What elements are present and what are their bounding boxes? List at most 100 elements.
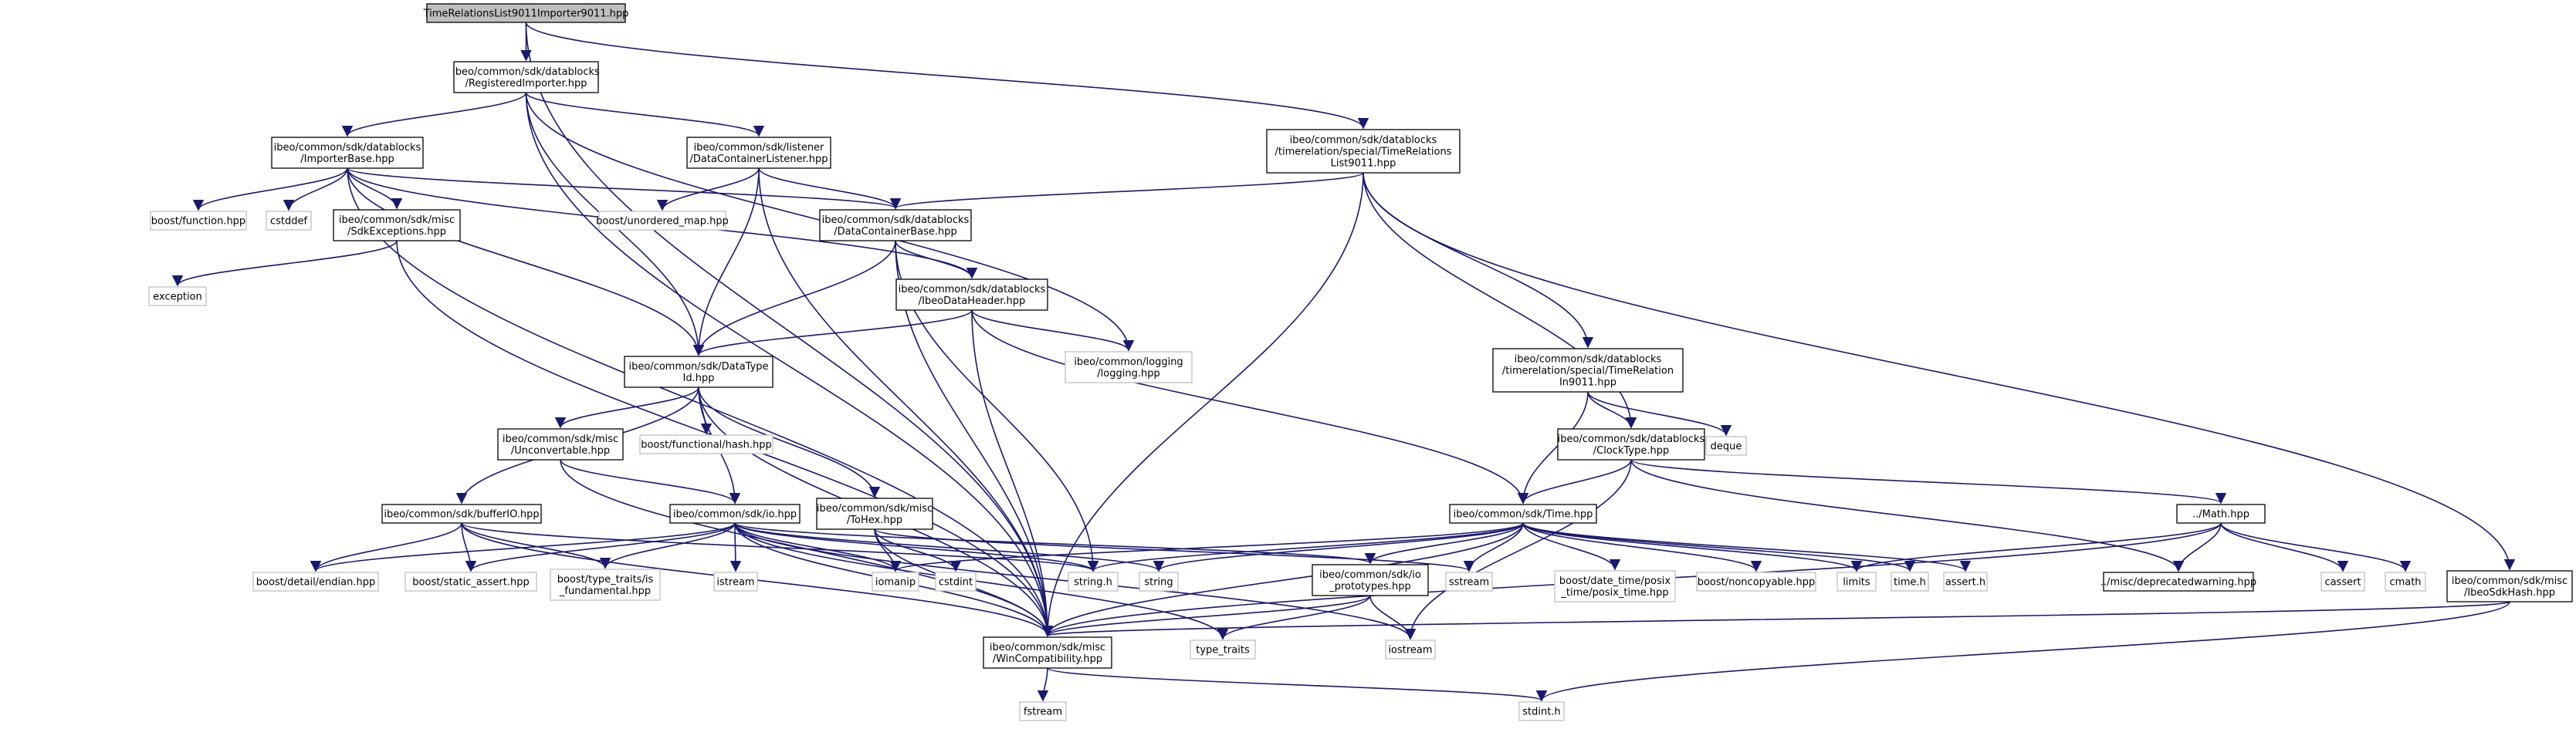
node-box-ibeohdr [895, 278, 1048, 311]
node-label-regimp: ibeo/common/sdk/datablocks [452, 66, 600, 78]
node-label-impbase: /ImporterBase.hpp [300, 154, 394, 165]
node-math[interactable]: ../Math.hpp [2176, 504, 2266, 524]
node-label-string: string [1144, 577, 1173, 589]
node-funchash: boost/functional/hash.hpp [639, 434, 773, 454]
node-label-staticassert: boost/static_assert.hpp [412, 577, 529, 589]
node-label-trin: ibeo/common/sdk/datablocks [1515, 354, 1662, 366]
node-sdkexc[interactable]: ibeo/common/sdk/misc/SdkExceptions.hpp [333, 209, 461, 241]
node-box-unordmap [598, 211, 726, 231]
edge-io-to-typetraitsfund [599, 522, 736, 569]
node-trin[interactable]: ibeo/common/sdk/datablocks/timerelation/… [1492, 348, 1684, 393]
edge-ibeohdr-to-time [971, 309, 1529, 505]
node-label-clocktype: ibeo/common/sdk/datablocks [1558, 434, 1705, 445]
edge-math-to-limits [1851, 522, 2222, 572]
edge-ibeohdr-to-datatypeid [693, 309, 973, 356]
node-regimp[interactable]: ibeo/common/sdk/datablocks/RegisteredImp… [452, 61, 600, 93]
edge-tohex-to-sstream [874, 528, 1474, 572]
node-dclistener[interactable]: ibeo/common/sdk/listener/DataContainerLi… [686, 137, 831, 169]
node-impbase[interactable]: ibeo/common/sdk/datablocks/ImporterBase.… [271, 137, 424, 169]
node-ioproto[interactable]: ibeo/common/sdk/io_prototypes.hpp [1312, 564, 1429, 596]
node-root[interactable]: TimeRelationsList9011Importer9011.hpp [423, 3, 629, 23]
node-tohex[interactable]: ibeo/common/sdk/misc/ToHex.hpp [816, 498, 933, 530]
node-endian: boost/detail/endian.hpp [252, 572, 379, 592]
edge-impbase-to-datatypeid [347, 167, 705, 356]
node-iomanip: iomanip [872, 572, 919, 592]
edge-math-to-cmath [2220, 522, 2412, 572]
node-box-sstream [1445, 572, 1493, 592]
node-cstddef: cstddef [266, 211, 312, 231]
edge-clocktype-to-time [1517, 459, 1632, 505]
edge-ibeohdr-to-logging [971, 309, 1135, 352]
node-dcbase[interactable]: ibeo/common/sdk/datablocks/DataContainer… [819, 209, 972, 241]
node-box-root [426, 3, 626, 23]
edge-datatypeid-to-unconv [554, 386, 699, 429]
node-label-ibeohdr: /IbeoDataHeader.hpp [919, 295, 1025, 307]
node-label-deque: deque [1711, 441, 1742, 453]
edge-sdkexc-to-exception [171, 240, 398, 287]
node-noncopyable: boost/noncopyable.hpp [1696, 572, 1816, 592]
node-label-unordmap: boost/unordered_map.hpp [596, 216, 729, 228]
edge-tohex-to-cstdint [874, 528, 962, 572]
node-sdkhash[interactable]: ibeo/common/sdk/misc/IbeoSdkHash.hpp [2446, 570, 2573, 602]
node-box-wincompat [983, 636, 1112, 669]
node-wincompat[interactable]: ibeo/common/sdk/misc/WinCompatibility.hp… [983, 636, 1112, 669]
header-nodes: TimeRelationsList9011Importer9011.hpp ibe… [148, 3, 2573, 721]
node-label-endian: boost/detail/endian.hpp [256, 577, 376, 589]
edge-io-to-staticassert [465, 522, 736, 572]
edge-root-to-trlist [525, 22, 1369, 130]
node-label-stdinth: stdint.h [1522, 707, 1560, 718]
edge-wincompat-to-fstream [1037, 667, 1049, 702]
node-box-limits [1836, 572, 1877, 592]
node-string: string [1139, 572, 1179, 592]
node-box-tohex [816, 498, 933, 530]
node-label-istream: istream [716, 577, 754, 589]
edge-math-to-deprecated [2172, 522, 2222, 572]
edge-io-to-ioproto [734, 522, 1376, 565]
node-label-wincompat: ibeo/common/sdk/misc [990, 642, 1105, 653]
node-box-unconv [497, 428, 624, 461]
node-time[interactable]: ibeo/common/sdk/Time.hpp [1449, 504, 1597, 524]
node-box-posixtime [1554, 570, 1676, 602]
node-label-fstream: fstream [1024, 707, 1062, 718]
edge-clocktype-to-math [1630, 459, 2226, 505]
node-box-trin [1492, 348, 1684, 393]
node-label-sstream: sstream [1449, 577, 1489, 589]
node-label-unconv: ibeo/common/sdk/misc [503, 434, 618, 445]
edge-time-to-noncopyable [1522, 522, 1762, 572]
node-label-dcbase: ibeo/common/sdk/datablocks [822, 214, 970, 226]
node-typetraits: type_traits [1190, 640, 1256, 660]
edge-io-to-iomanip [734, 522, 902, 572]
node-label-ibeohdr: ibeo/common/sdk/datablocks [899, 284, 1046, 295]
node-label-stringh: string.h [1074, 577, 1112, 589]
node-deprecated[interactable]: ../misc/deprecatedwarning.hpp [2100, 572, 2256, 592]
node-bufferio[interactable]: ibeo/common/sdk/bufferIO.hpp [381, 504, 542, 524]
node-label-trlist: ibeo/common/sdk/datablocks [1290, 135, 1437, 147]
node-label-trin: In9011.hpp [1559, 377, 1616, 389]
edge-bufferio-to-typetraitsfund [461, 522, 611, 569]
edge-regimp-to-impbase [341, 92, 527, 137]
node-label-timeh: time.h [1894, 577, 1926, 589]
node-label-ioproto: _prototypes.hpp [1329, 581, 1411, 592]
node-box-istream [713, 572, 758, 592]
node-label-sdkexc: ibeo/common/sdk/misc [339, 214, 455, 226]
node-clocktype[interactable]: ibeo/common/sdk/datablocks/ClockType.hpp [1557, 428, 1705, 461]
node-box-bufferio [381, 504, 542, 524]
edge-sdkhash-to-stdinth [1536, 601, 2510, 702]
node-box-typetraitsfund [550, 569, 661, 601]
node-fstream: fstream [1019, 701, 1067, 721]
node-io[interactable]: ibeo/common/sdk/io.hpp [669, 504, 801, 524]
edge-root-to-wincompat [525, 22, 1054, 637]
node-unconv[interactable]: ibeo/common/sdk/misc/Unconvertable.hpp [497, 428, 624, 461]
edge-clocktype-to-iostream [1404, 459, 1632, 640]
node-trlist[interactable]: ibeo/common/sdk/datablocks/timerelation/… [1266, 129, 1461, 174]
node-ibeohdr[interactable]: ibeo/common/sdk/datablocks/IbeoDataHeade… [895, 278, 1048, 311]
edge-io-to-string [734, 522, 1164, 572]
edge-sdkhash-to-wincompat [1043, 601, 2510, 637]
node-label-bufferio: ibeo/common/sdk/bufferIO.hpp [384, 509, 539, 521]
node-label-dcbase: /DataContainerBase.hpp [834, 226, 956, 238]
edge-time-to-posixtime [1522, 522, 1621, 571]
edge-trlist-to-trin [1362, 172, 1594, 349]
edge-time-to-iomanip [890, 522, 1524, 572]
node-label-cmath: cmath [2389, 577, 2421, 589]
